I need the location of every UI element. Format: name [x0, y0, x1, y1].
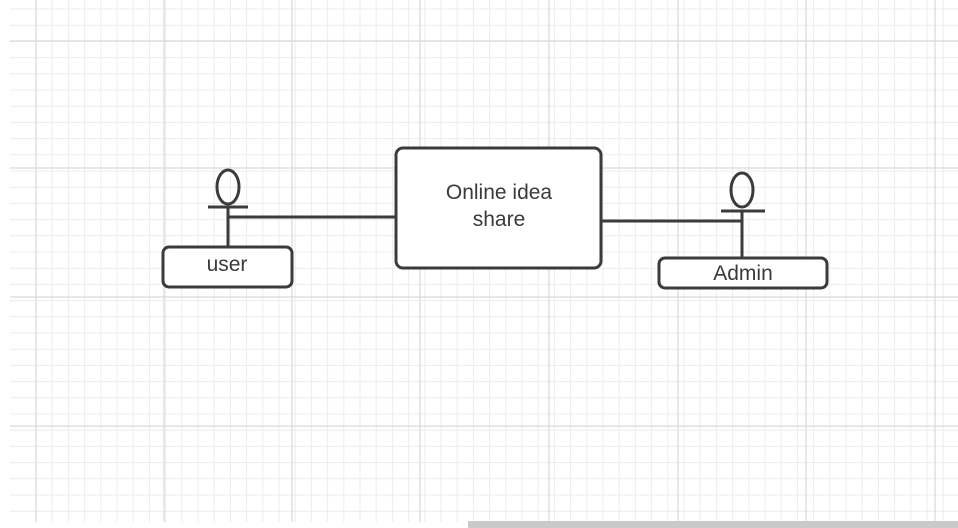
actor-admin[interactable]: Admin	[657, 171, 829, 290]
system-label-line2: share	[473, 208, 526, 231]
actor-admin-label: Admin	[713, 262, 773, 285]
actor-user-head	[215, 168, 241, 206]
actor-admin-box	[657, 256, 829, 290]
system-label-line1: Online idea	[446, 181, 553, 204]
actor-admin-head	[729, 171, 755, 209]
actor-user[interactable]: user	[161, 168, 294, 289]
actor-user-box	[161, 245, 294, 289]
horizontal-scrollbar[interactable]	[468, 521, 958, 528]
actor-user-label: user	[207, 253, 248, 276]
system-node[interactable]: Online idea share	[394, 146, 603, 270]
system-box	[394, 146, 603, 270]
